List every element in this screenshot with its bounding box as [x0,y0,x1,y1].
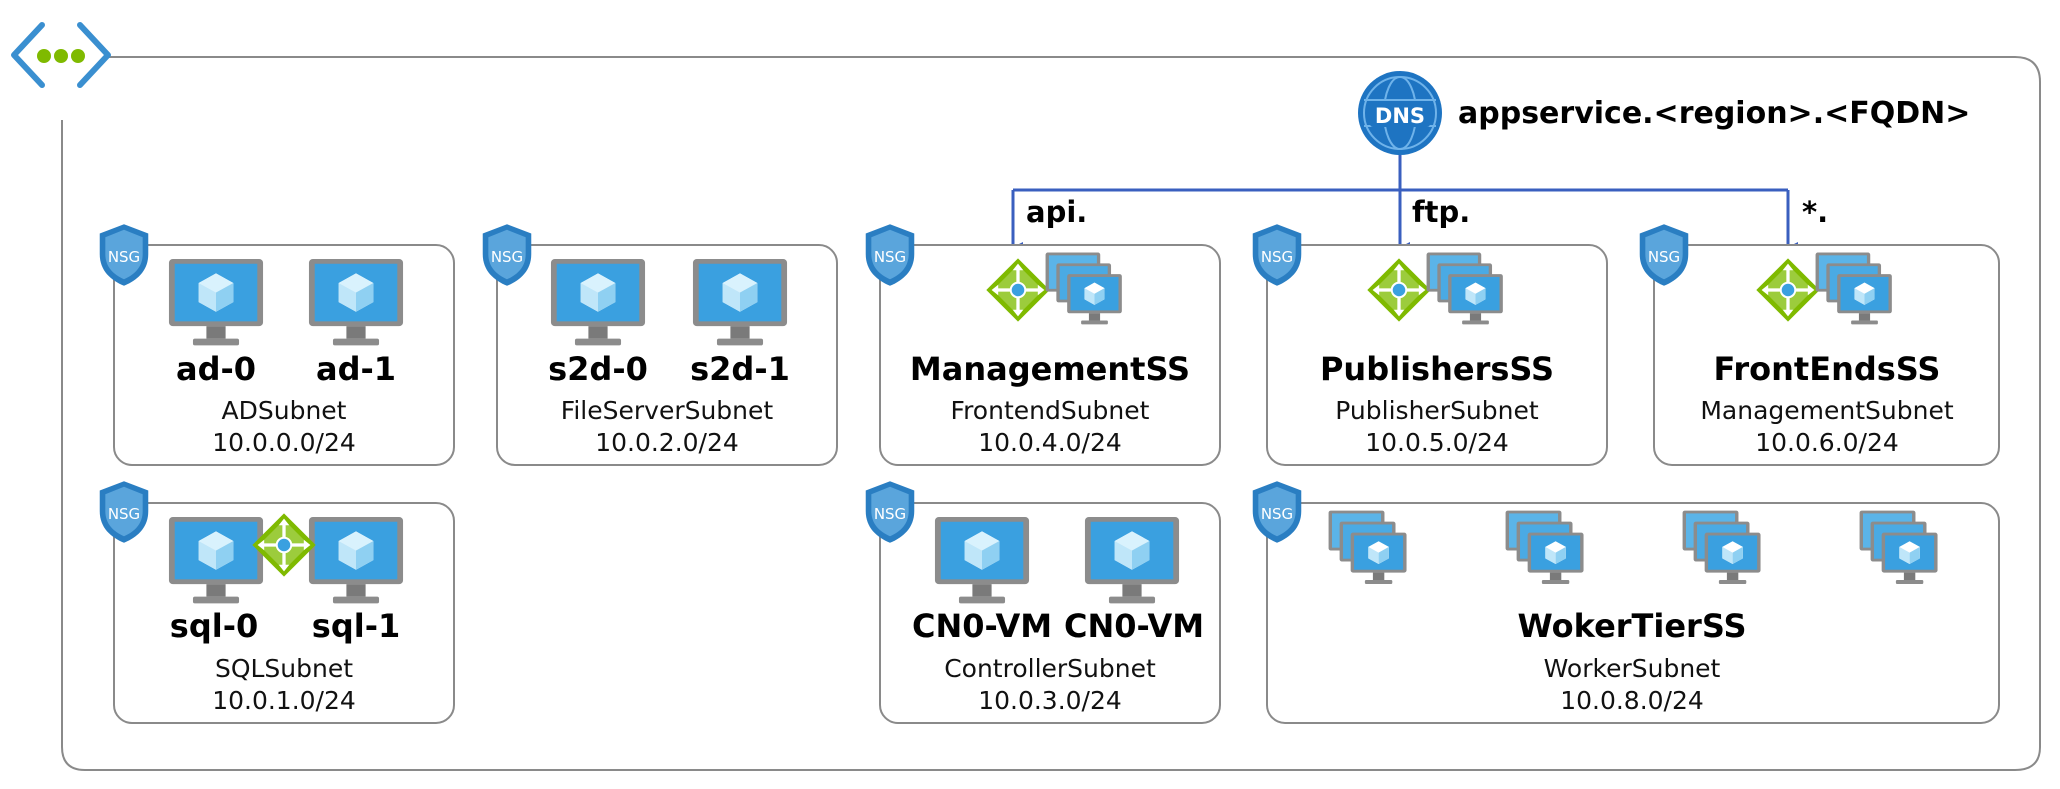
subnet-cidr: 10.0.0.0/24 [212,428,356,457]
subnet-name: ADSubnet [222,396,347,425]
vm-name: ad-0 [176,350,256,388]
subnet-publisher: NSG PublishersSS PublisherSubnet 10.0.5.… [1252,224,1608,466]
nsg-label: NSG [1261,505,1293,523]
subnet-cidr: 10.0.1.0/24 [212,686,356,715]
scale-set-name: PublishersSS [1320,350,1554,388]
scale-set-name: WokerTierSS [1518,607,1747,645]
vm-name: sql-0 [170,607,258,645]
vm-name: CN0-VM [912,607,1052,645]
subnet-name: FileServerSubnet [561,396,774,425]
subnet-management: NSG FrontEndsSS ManagementSubnet 10.0.6.… [1639,224,2000,466]
nsg-label: NSG [874,505,906,523]
subnet-name: WorkerSubnet [1544,654,1721,683]
nsg-label: NSG [1261,248,1293,266]
nsg-label: NSG [491,248,523,266]
scale-set-name: ManagementSS [910,350,1190,388]
subnet-cidr: 10.0.3.0/24 [978,686,1122,715]
subnet-cidr: 10.0.6.0/24 [1755,428,1899,457]
vm-name: s2d-0 [548,350,648,388]
subnet-name: FrontendSubnet [951,396,1150,425]
subnet-name: PublisherSubnet [1335,396,1539,425]
subnet-cidr: 10.0.2.0/24 [595,428,739,457]
scale-set-name: FrontEndsSS [1714,350,1941,388]
nsg-label: NSG [108,248,140,266]
vm-name: sql-1 [312,607,400,645]
subnet-fileserver: NSG s2d-0 s2d-1 FileServerSubnet 10.0.2.… [482,224,838,466]
vm-name: s2d-1 [690,350,790,388]
dns-badge: DNS [1375,104,1425,128]
subnet-name: ControllerSubnet [944,654,1156,683]
nsg-label: NSG [1648,248,1680,266]
route-ftp: ftp. [1412,195,1470,229]
route-api: api. [1026,195,1087,229]
nsg-label: NSG [108,505,140,523]
subnet-frontend: NSG ManagementSS FrontendSubnet 10.0.4.0… [865,224,1221,466]
vm-name: CN0-VM [1064,607,1204,645]
vm-name: ad-1 [316,350,396,388]
route-wildcard: *. [1802,195,1828,229]
subnet-cidr: 10.0.5.0/24 [1365,428,1509,457]
virtual-network-icon [11,22,111,88]
subnet-cidr: 10.0.4.0/24 [978,428,1122,457]
dns-icon: DNS [1358,71,1442,155]
dns-connectors [1011,155,1798,254]
subnet-ad: NSG ad-0 ad-1 ADSubnet 10.0.0.0/24 [99,224,455,466]
subnet-name: SQLSubnet [215,654,353,683]
subnet-worker: NSG WokerTierSS WorkerSubnet 10.0.8.0/24 [1252,481,2000,724]
dns-zone-name: appservice.<region>.<FQDN> [1458,96,1970,131]
subnet-cidr: 10.0.8.0/24 [1560,686,1704,715]
subnet-name: ManagementSubnet [1700,396,1953,425]
subnet-sql: NSG sql-0 sql-1 SQLSubnet 10.0.1.0/24 [99,481,455,724]
nsg-label: NSG [874,248,906,266]
vnet-boundary [61,56,2041,771]
subnet-controller: NSG CN0-VM CN0-VM ControllerSubnet 10.0.… [865,481,1221,724]
